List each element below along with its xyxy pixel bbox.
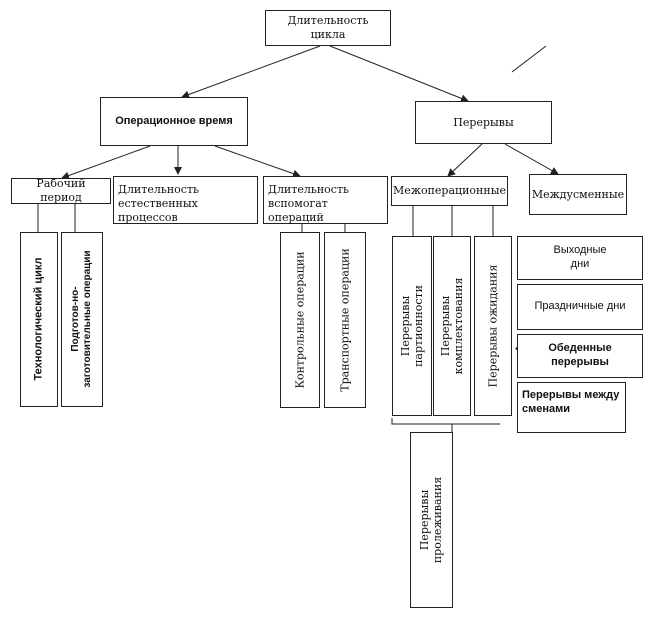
- preparatory-operations-box: [61, 232, 103, 407]
- lunch-breaks-box: Обеденные перерывы: [517, 334, 643, 378]
- intershift-label: Междусменные: [531, 187, 625, 201]
- preparatory-operations-label: Подготов-но-заготовительные операции: [70, 250, 93, 388]
- idle-breaks-label: Перерывы пролеживания: [417, 476, 444, 564]
- waiting-breaks-label: Перерывы ожидания: [486, 264, 500, 388]
- intershift-box: Междусменные: [529, 174, 627, 215]
- batch-breaks-label: Перерывы партионности: [398, 285, 425, 367]
- auxiliary-operations-label: Длительность вспомогат операций: [268, 183, 350, 224]
- weekends-box: Выходные дни: [517, 236, 643, 280]
- assembly-breaks-label: Перерывы комплектования: [438, 277, 465, 375]
- transport-operations-box: [324, 232, 366, 408]
- idle-breaks-box: [410, 432, 453, 608]
- operational-time-label: Операционное время: [115, 114, 233, 127]
- breaks-label: Перерывы: [453, 115, 514, 129]
- transport-operations-label: Транспортные операции: [338, 248, 352, 392]
- control-operations-box: [280, 232, 320, 408]
- svg-text:•: •: [514, 344, 520, 355]
- operational-time-box: Операционное время: [100, 97, 248, 146]
- technological-cycle-box: [20, 232, 58, 407]
- between-shifts-box: Перерывы между сменами: [517, 382, 626, 433]
- assembly-breaks-box: [433, 236, 471, 416]
- interoperational-box: Межоперационные: [391, 176, 508, 206]
- auxiliary-operations-box: Длительность вспомогат операций: [263, 176, 388, 224]
- natural-processes-box: Длительность естественных процессов: [113, 176, 258, 224]
- weekends-label: Выходные дни: [553, 244, 607, 270]
- holidays-box: Праздничные дни: [517, 284, 643, 330]
- lunch-breaks-label: Обеденные перерывы: [548, 342, 612, 368]
- interoperational-label: Межоперационные: [393, 184, 506, 198]
- cycle-duration-box: Длительность цикла: [265, 10, 391, 46]
- cycle-duration-label: Длительность цикла: [287, 14, 369, 41]
- holidays-label: Праздничные дни: [534, 300, 626, 313]
- breaks-box: Перерывы: [415, 101, 552, 144]
- control-operations-label: Контрольные операции: [293, 251, 307, 389]
- work-period-label: Рабочий период: [36, 177, 86, 204]
- technological-cycle-label: Технологический цикл: [32, 257, 45, 381]
- batch-breaks-box: [392, 236, 432, 416]
- work-period-box: Рабочий период: [11, 177, 111, 204]
- waiting-breaks-box: [474, 236, 512, 416]
- between-shifts-label: Перерывы между сменами: [522, 389, 620, 415]
- natural-processes-label: Длительность естественных процессов: [118, 183, 200, 224]
